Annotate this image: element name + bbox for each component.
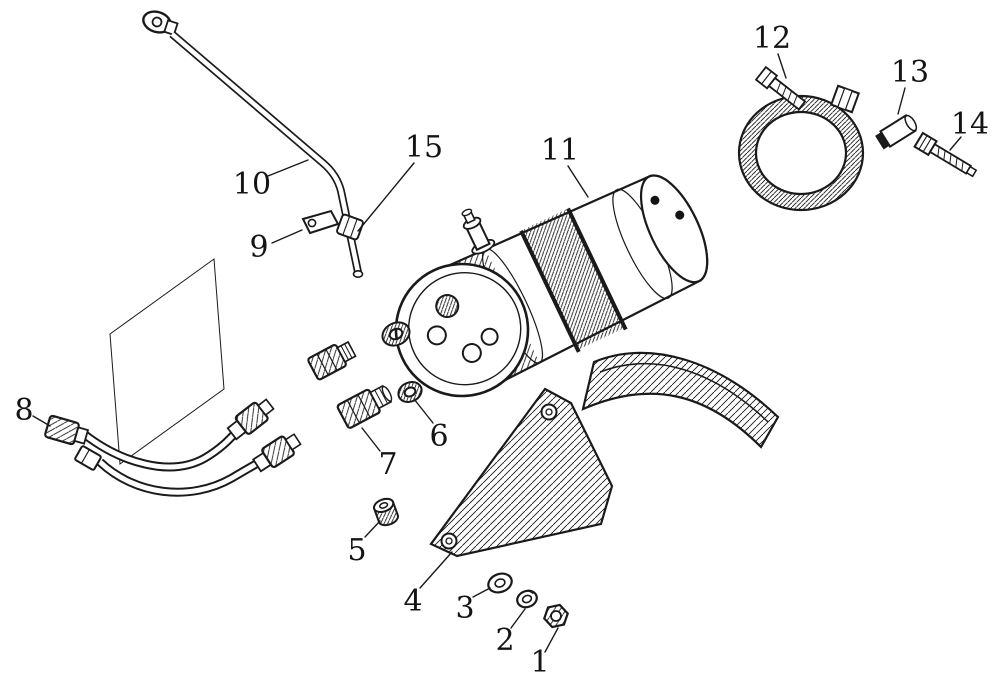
flat-washer — [487, 572, 513, 594]
sealing-washer-a — [381, 321, 411, 347]
face-hole-4 — [480, 327, 499, 346]
callout-15: 15 — [357, 130, 443, 232]
hex-nut — [543, 603, 569, 629]
callout-2: 2 — [495, 608, 526, 658]
canister-port-dot-1 — [650, 195, 660, 205]
callout-12: 12 — [753, 21, 791, 79]
callout-9: 9 — [249, 229, 303, 265]
canister-face — [394, 262, 530, 398]
hose-fitting-right-b — [252, 433, 302, 473]
callout-label-6: 6 — [429, 419, 448, 454]
panel-outline — [109, 258, 225, 465]
hex-bolt — [913, 131, 978, 178]
callout-label-1: 1 — [530, 645, 549, 680]
lock-washer — [516, 589, 538, 609]
canister-valve — [461, 208, 496, 255]
callout-label-11: 11 — [541, 133, 579, 168]
callout-8: 8 — [14, 393, 51, 428]
callout-14: 14 — [949, 107, 989, 151]
sealing-washer-b — [397, 381, 423, 403]
pipe-tube-core — [170, 32, 361, 273]
clamp-screw — [754, 65, 807, 111]
pipe-clamp — [301, 209, 364, 241]
band-clamp-ring — [737, 94, 865, 212]
receiver-canister — [394, 174, 709, 398]
clamp-band — [336, 213, 364, 241]
banjo-fitting — [142, 10, 179, 36]
pipe-open-end — [352, 269, 364, 278]
band-clamp — [737, 65, 865, 212]
face-hole-3 — [461, 342, 482, 363]
callout-5: 5 — [347, 520, 381, 568]
spacer-bushing — [372, 497, 399, 527]
callout-label-5: 5 — [347, 533, 366, 568]
union-fitting-group — [307, 340, 393, 429]
callouts: 1 2 3 4 5 6 7 8 — [14, 21, 989, 680]
callout-label-13: 13 — [891, 55, 929, 90]
callout-13: 13 — [891, 55, 929, 115]
callout-label-2: 2 — [495, 623, 514, 658]
hose-a-core — [82, 426, 242, 470]
callout-label-14: 14 — [951, 107, 989, 142]
canister-port-dot-2 — [675, 210, 685, 220]
callout-label-12: 12 — [753, 21, 791, 56]
callout-label-7: 7 — [378, 447, 397, 482]
callout-label-9: 9 — [249, 230, 268, 265]
callout-6: 6 — [413, 398, 449, 454]
callout-3: 3 — [455, 587, 491, 626]
clamp-tab-hole — [307, 218, 317, 228]
callout-label-8: 8 — [14, 393, 33, 428]
callout-11: 11 — [541, 133, 589, 198]
callout-1: 1 — [530, 627, 559, 680]
callout-7: 7 — [361, 427, 398, 482]
union-fitting-upper — [307, 340, 357, 381]
callout-10: 10 — [233, 159, 309, 202]
union-fitting-lower — [336, 384, 393, 429]
clamp-lug — [829, 84, 861, 114]
spacer-sleeve — [875, 114, 918, 150]
hose-fitting-left-a — [44, 414, 90, 446]
callout-4: 4 — [403, 551, 453, 619]
face-hole-2 — [435, 294, 460, 319]
saddle-lip-line — [599, 362, 769, 423]
callout-label-15: 15 — [405, 130, 443, 165]
hose-fitting-right-a — [226, 398, 275, 441]
callout-label-3: 3 — [455, 591, 474, 626]
hard-pipe — [142, 10, 364, 278]
clamp-tab — [301, 209, 340, 235]
canister-strap-zone — [521, 208, 625, 351]
hose-fitting-left-b — [74, 445, 102, 471]
mounting-bracket — [429, 351, 780, 558]
callout-label-10: 10 — [233, 167, 271, 202]
callout-label-4: 4 — [403, 584, 422, 619]
face-hole-1 — [426, 325, 447, 346]
hose-pair — [44, 398, 302, 497]
